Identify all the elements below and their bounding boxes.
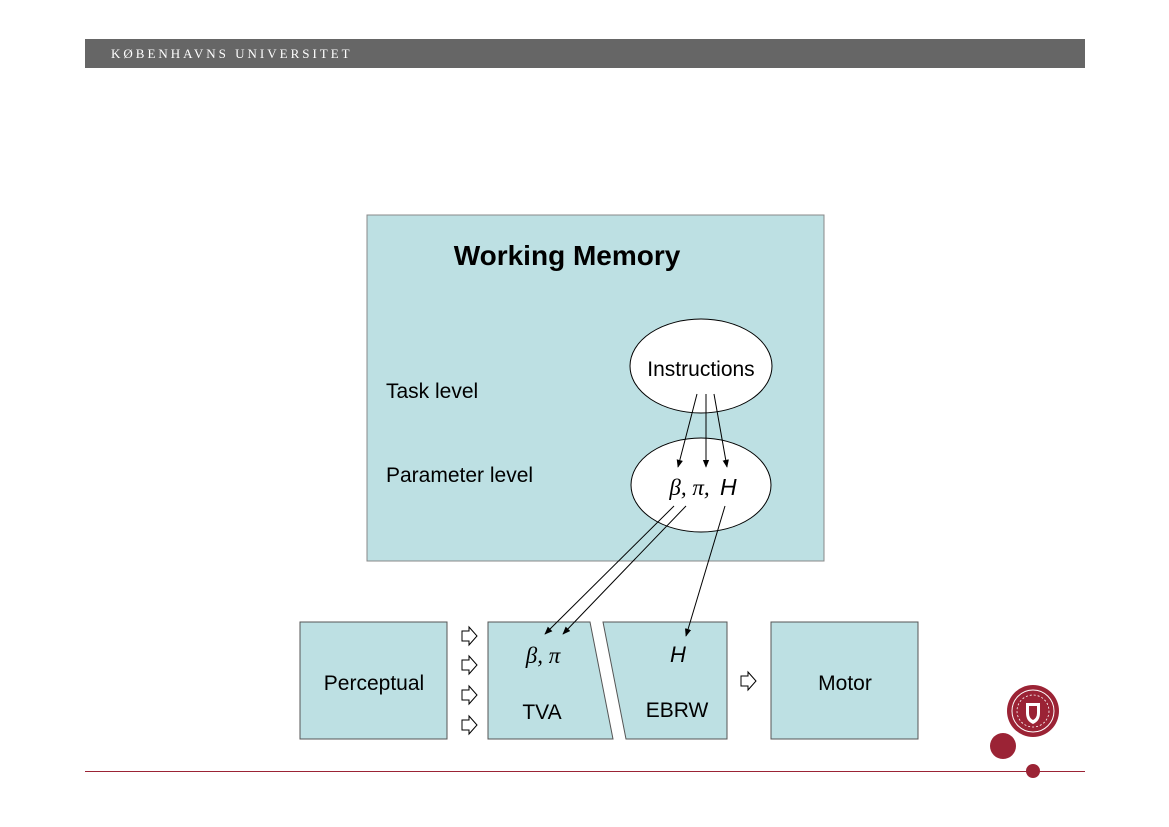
hollow-arrow-icon: [461, 654, 478, 676]
motor-label: Motor: [818, 672, 872, 695]
arrow-pi-to-tva: [562, 505, 687, 635]
decorative-dot-large: [990, 733, 1016, 759]
tva-box: [487, 621, 614, 740]
ebrw-label: EBRW: [646, 699, 709, 722]
instructions-label: Instructions: [647, 358, 754, 381]
header-bar: KØBENHAVNS UNIVERSITET: [85, 39, 1085, 68]
parameters-node: [630, 437, 772, 533]
tva-label: TVA: [522, 701, 561, 724]
svg-text:β, π, H: β, π, H: [668, 474, 737, 500]
perceptual-label: Perceptual: [324, 672, 424, 695]
university-seal-icon: [1007, 685, 1059, 737]
params-h: H: [720, 474, 737, 500]
arrow-instructions-beta: [676, 393, 698, 468]
motor-box: [770, 621, 919, 740]
tva-params: β, π: [525, 643, 562, 668]
university-name: KØBENHAVNS UNIVERSITET: [111, 46, 353, 61]
task-level-label: Task level: [386, 380, 478, 403]
footer-line: [85, 771, 1085, 772]
arrow-h-to-ebrw: [685, 505, 726, 637]
ebrw-param: H: [670, 642, 686, 667]
perceptual-to-tva-arrows: [461, 625, 478, 736]
parameter-level-label: Parameter level: [386, 464, 533, 487]
hollow-arrow-icon: [461, 684, 478, 706]
hollow-arrow-icon: [461, 625, 478, 647]
params-beta-pi: β, π,: [668, 475, 709, 500]
ebrw-to-motor-arrow: [740, 670, 757, 692]
perceptual-box: [299, 621, 448, 740]
ebrw-box: [602, 621, 728, 740]
arrow-instructions-h: [713, 393, 729, 468]
arrow-beta-to-tva: [544, 505, 675, 635]
instructions-node: [629, 318, 773, 414]
working-memory-title: Working Memory: [454, 240, 681, 271]
hollow-arrow-icon: [461, 714, 478, 736]
